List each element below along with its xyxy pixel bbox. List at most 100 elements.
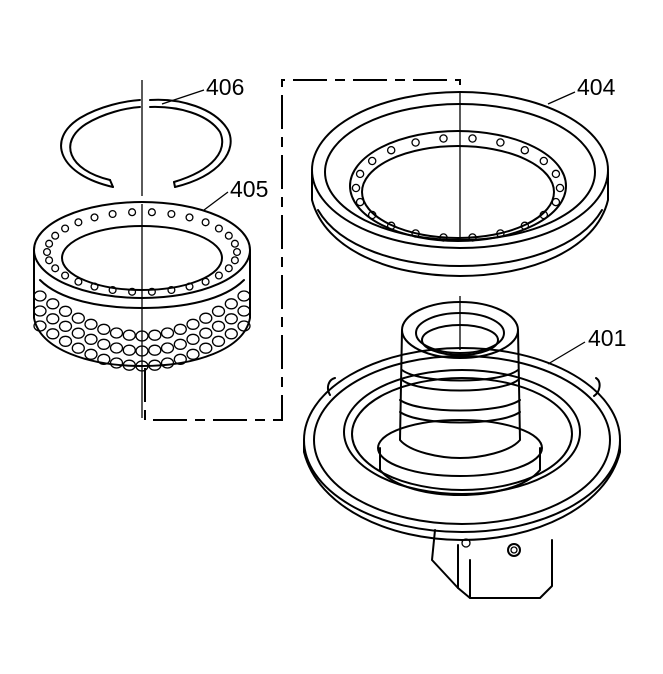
sprag-roller: [97, 323, 111, 335]
sprag-roller: [84, 318, 98, 330]
sprag-roller: [237, 320, 251, 332]
sprag-roller: [160, 342, 175, 354]
sprag-roller: [224, 313, 238, 325]
sprag-roller: [237, 305, 251, 317]
sprag-roller: [186, 348, 200, 360]
sprag-roller: [33, 290, 47, 302]
sprag-roller: [211, 305, 226, 317]
sprag-hole: [108, 209, 117, 219]
sprag-roller: [160, 327, 175, 339]
support-housing-part: [303, 301, 621, 599]
sprag-roller: [71, 312, 85, 324]
race-hole: [520, 145, 530, 155]
sprag-hole: [224, 264, 233, 273]
sprag-roller: [173, 338, 187, 350]
sprag-hole: [45, 256, 54, 265]
sprag-roller: [33, 320, 47, 332]
sprag-roller: [109, 342, 124, 354]
sprag-roller: [58, 320, 73, 332]
sprag-hole: [185, 213, 194, 222]
sprag-roller: [109, 357, 124, 369]
sprag-roller: [97, 338, 111, 350]
race-hole: [351, 183, 361, 193]
outer-race-holes: [351, 134, 565, 242]
sprag-rollers: [33, 290, 251, 372]
callout-405: 405: [230, 176, 268, 202]
race-hole: [496, 138, 505, 147]
sprag-roller: [97, 353, 111, 365]
race-hole: [355, 197, 365, 207]
callout-401: 401: [588, 325, 626, 351]
sprag-roller: [58, 305, 73, 317]
race-hole: [411, 138, 420, 147]
sprag-roller: [224, 298, 238, 310]
sprag-hole: [232, 247, 242, 257]
race-hole: [496, 229, 505, 238]
sprag-hole: [74, 277, 83, 286]
sprag-roller: [199, 312, 213, 324]
race-hole: [468, 134, 477, 143]
race-hole: [439, 233, 448, 242]
race-hole: [468, 233, 477, 242]
race-hole: [551, 197, 561, 207]
sprag-hole: [51, 264, 60, 273]
sprag-hole: [201, 218, 210, 227]
sprag-hole: [147, 208, 156, 217]
sprag-roller: [160, 357, 175, 369]
race-hole: [411, 229, 420, 238]
sprag-roller: [148, 329, 162, 341]
sprag-roller: [58, 335, 73, 347]
sprag-roller: [211, 335, 226, 347]
race-hole: [520, 221, 530, 231]
sprag-roller: [84, 333, 98, 345]
race-hole: [355, 169, 365, 179]
race-hole: [367, 210, 377, 220]
sprag-roller: [224, 328, 238, 340]
sprag-cage-holes: [42, 208, 242, 296]
sprag-roller: [186, 333, 200, 345]
sprag-roller: [199, 327, 213, 339]
race-hole: [386, 145, 396, 155]
sprag-hole: [42, 247, 52, 257]
sprag-hole: [128, 208, 137, 217]
race-hole: [439, 134, 448, 143]
sprag-hole: [128, 287, 137, 296]
sprag-roller: [173, 323, 187, 335]
sprag-roller: [46, 313, 60, 325]
race-hole: [367, 156, 377, 166]
sprag-roller: [122, 344, 136, 356]
sprag-hole: [167, 285, 176, 295]
snap-ring-part: [60, 98, 232, 188]
sprag-hole: [147, 287, 156, 296]
sprag-roller: [46, 328, 60, 340]
sprag-hole: [167, 209, 176, 219]
sprag-hole: [74, 218, 83, 227]
race-hole: [539, 156, 549, 166]
race-hole: [539, 210, 549, 220]
sprag-hole: [185, 282, 194, 291]
sprag-hole: [90, 213, 99, 222]
sprag-hole: [45, 239, 54, 248]
callout-404: 404: [577, 74, 616, 100]
sprag-roller: [84, 348, 98, 360]
sprag-roller: [71, 327, 85, 339]
sprag-hole: [214, 271, 223, 280]
race-hole: [555, 183, 565, 193]
sprag-roller: [122, 329, 136, 341]
sprag-hole: [61, 224, 70, 233]
callout-406: 406: [206, 74, 244, 100]
sprag-roller: [199, 342, 213, 354]
sprag-roller: [148, 344, 162, 356]
sprag-hole: [230, 239, 239, 248]
sprag-roller: [237, 290, 251, 302]
sprag-hole: [230, 256, 239, 265]
sprag-roller: [46, 298, 60, 310]
sprag-roller: [173, 353, 187, 365]
sprag-roller: [186, 318, 200, 330]
sprag-roller: [211, 320, 226, 332]
sprag-roller: [122, 359, 136, 371]
sprag-hole: [201, 277, 210, 286]
leader-lines: [161, 89, 586, 365]
assembly-centerlines: [141, 79, 461, 421]
